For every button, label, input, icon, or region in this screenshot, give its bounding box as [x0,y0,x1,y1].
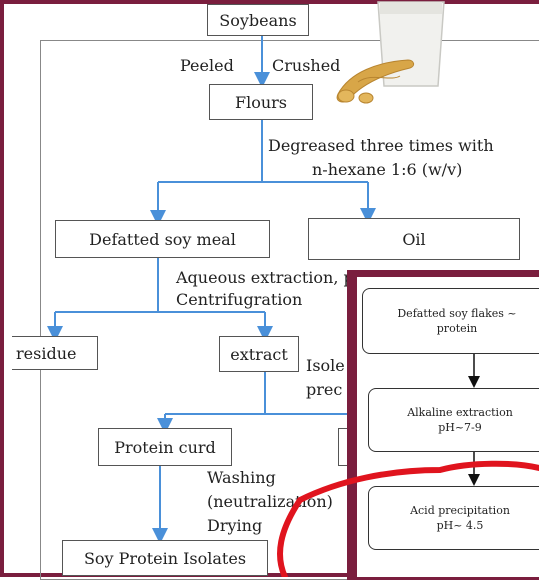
isoelectric-label-line1: Isole [306,356,345,375]
protein-curd-box: Protein curd [98,428,232,466]
oil-label: Oil [402,229,426,249]
soy-protein-isolates-label: Soy Protein Isolates [83,548,247,568]
protein-curd-label: Protein curd [114,437,216,457]
soybean-pods-icon [336,59,415,104]
extract-box: extract [219,336,299,372]
soybeans-label: Soybeans [219,10,297,30]
peeled-label: Peeled [180,56,234,75]
inset-step-acid-precipitation: Acid precipitation pH~ 4.5 [368,486,539,550]
washing-label: Washing [207,468,276,487]
inset-step3-line2: pH~ 4.5 [436,519,484,532]
residue-box: residue [12,336,98,370]
red-annotation-stroke [277,460,539,577]
soy-protein-isolates-box: Soy Protein Isolates [62,540,268,576]
inset-step2-line1: Alkaline extraction [407,406,513,419]
crushed-label: Crushed [272,56,341,75]
inset-step1-line1: Defatted soy flakes ~ [397,307,517,320]
inset-step3-line1: Acid precipitation [410,504,510,517]
flours-box: Flours [209,84,313,120]
centrifugration-label: Centrifugration [176,290,303,309]
extract-label: extract [230,344,288,364]
soybeans-box: Soybeans [207,4,309,36]
oil-box: Oil [308,218,520,260]
defatted-soy-meal-label: Defatted soy meal [89,229,236,249]
isoelectric-label-line2: prec [306,380,343,399]
degreased-label-line1: Degreased three times with [268,136,494,155]
aqueous-extraction-label: Aqueous extraction, pH 8.0 [176,268,399,287]
residue-label: residue [16,343,77,363]
drying-label: Drying [207,516,263,535]
inset-step-alkaline-extraction: Alkaline extraction pH~7-9 [368,388,539,452]
inset-step2-line2: pH~7-9 [438,421,482,434]
inset-step-defatted-flakes: Defatted soy flakes ~ protein [362,288,539,354]
degreased-label-line2: n-hexane 1:6 (w/v) [312,160,463,179]
inset-step1-line2: protein [436,322,478,335]
flours-label: Flours [234,92,287,112]
defatted-soy-meal-box: Defatted soy meal [55,220,270,258]
